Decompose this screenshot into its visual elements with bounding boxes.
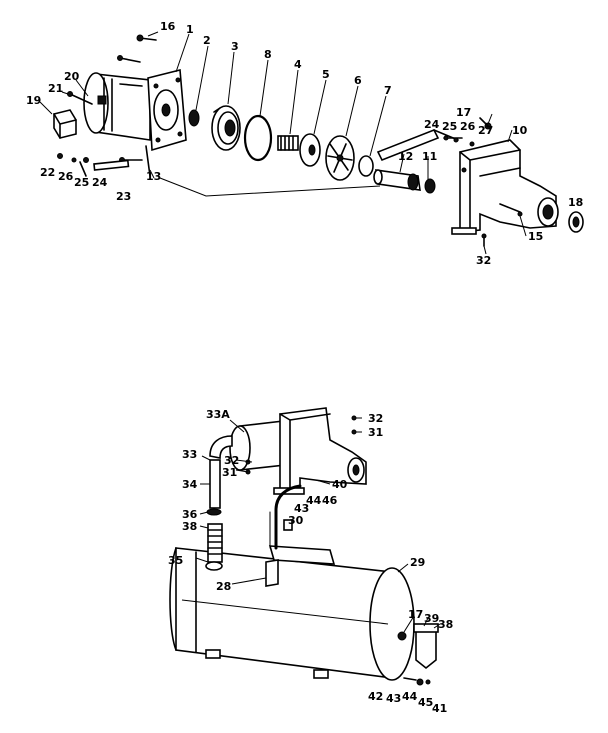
callout-26-right: 26 xyxy=(460,120,476,133)
housing-bolt xyxy=(481,233,487,247)
callout-10: 10 xyxy=(512,124,528,137)
motor-flange xyxy=(147,68,187,152)
callout-3: 3 xyxy=(231,40,239,53)
callout-38-right: 38 xyxy=(438,618,453,631)
callout-25-right: 25 xyxy=(442,120,457,133)
tank-legs xyxy=(205,649,329,679)
capacitor-box xyxy=(53,91,130,177)
callout-24-right: 24 xyxy=(424,118,440,131)
tank-assembly xyxy=(169,407,439,686)
callout-2: 2 xyxy=(203,34,211,47)
venturi xyxy=(358,155,374,177)
pump-exploded-assembly xyxy=(53,34,584,247)
callout-33: 33 xyxy=(182,448,197,461)
mounted-pump xyxy=(229,407,367,495)
mounting-bracket xyxy=(265,545,336,587)
callout-40: 40 xyxy=(332,478,348,491)
ejector-tube xyxy=(373,169,421,191)
callout-6: 6 xyxy=(354,74,362,87)
callout-44-top: 44 xyxy=(306,494,322,507)
drain-plug xyxy=(568,211,584,233)
callout-19: 19 xyxy=(26,94,41,107)
callout-31-right: 31 xyxy=(368,426,383,439)
callout-43-top: 43 xyxy=(294,502,309,515)
callout-27: 27 xyxy=(478,124,493,137)
callout-25-left: 25 xyxy=(74,176,89,189)
callout-39: 39 xyxy=(424,612,439,625)
elbow-pipe xyxy=(205,435,233,571)
callout-41: 41 xyxy=(432,702,447,715)
callout-1: 1 xyxy=(186,23,194,36)
seal-washer xyxy=(188,109,200,127)
pump-housing xyxy=(451,139,559,235)
seal-spring xyxy=(277,135,299,151)
shaft-seal xyxy=(211,105,241,151)
callout-35: 35 xyxy=(168,554,183,567)
callout-7: 7 xyxy=(384,84,392,97)
callout-45: 45 xyxy=(418,696,433,709)
o-ring xyxy=(243,114,273,162)
gauge-fittings xyxy=(443,117,492,147)
callout-46: 46 xyxy=(322,494,338,507)
callout-31-mid-left: 31 xyxy=(222,466,237,479)
callout-28: 28 xyxy=(216,580,231,593)
callout-24-left: 24 xyxy=(92,176,108,189)
pressure-tank xyxy=(169,547,415,681)
ejector-nut xyxy=(424,178,436,194)
callout-20: 20 xyxy=(64,70,80,83)
callout-43-bottom: 43 xyxy=(386,692,401,705)
callout-32-right: 32 xyxy=(368,412,383,425)
callout-17-top: 17 xyxy=(456,106,471,119)
callout-15: 15 xyxy=(528,230,543,243)
air-volume-control xyxy=(397,623,439,686)
diffuser-plate xyxy=(299,133,321,167)
callout-33a: 33A xyxy=(206,408,230,421)
callout-44-bottom: 44 xyxy=(402,690,418,703)
callout-21: 21 xyxy=(48,82,63,95)
callout-11: 11 xyxy=(422,150,437,163)
leader-lines xyxy=(39,31,527,633)
callout-34: 34 xyxy=(182,478,198,491)
callout-4: 4 xyxy=(294,58,302,71)
callout-26-left: 26 xyxy=(58,170,74,183)
pressure-switch-tube xyxy=(269,484,302,550)
callout-32-top: 32 xyxy=(476,254,491,267)
callout-36: 36 xyxy=(182,508,198,521)
callout-labels: 16 1 2 3 8 4 5 6 7 21 20 19 22 26 25 24 … xyxy=(26,20,583,715)
callout-5: 5 xyxy=(322,68,330,81)
callout-38-left: 38 xyxy=(182,520,197,533)
bypass-tube xyxy=(376,128,459,162)
callout-30: 30 xyxy=(288,514,304,527)
callout-13: 13 xyxy=(146,170,161,183)
motor xyxy=(83,72,151,141)
callout-18: 18 xyxy=(568,196,583,209)
callout-22: 22 xyxy=(40,166,55,179)
callout-29: 29 xyxy=(410,556,425,569)
callout-17-bottom: 17 xyxy=(408,608,423,621)
callout-42: 42 xyxy=(368,690,383,703)
impeller xyxy=(325,135,355,181)
callout-32-mid-left: 32 xyxy=(224,454,239,467)
callout-8: 8 xyxy=(264,48,272,61)
callout-16-top: 16 xyxy=(160,20,176,33)
callout-12: 12 xyxy=(398,150,413,163)
callout-23: 23 xyxy=(116,190,131,203)
